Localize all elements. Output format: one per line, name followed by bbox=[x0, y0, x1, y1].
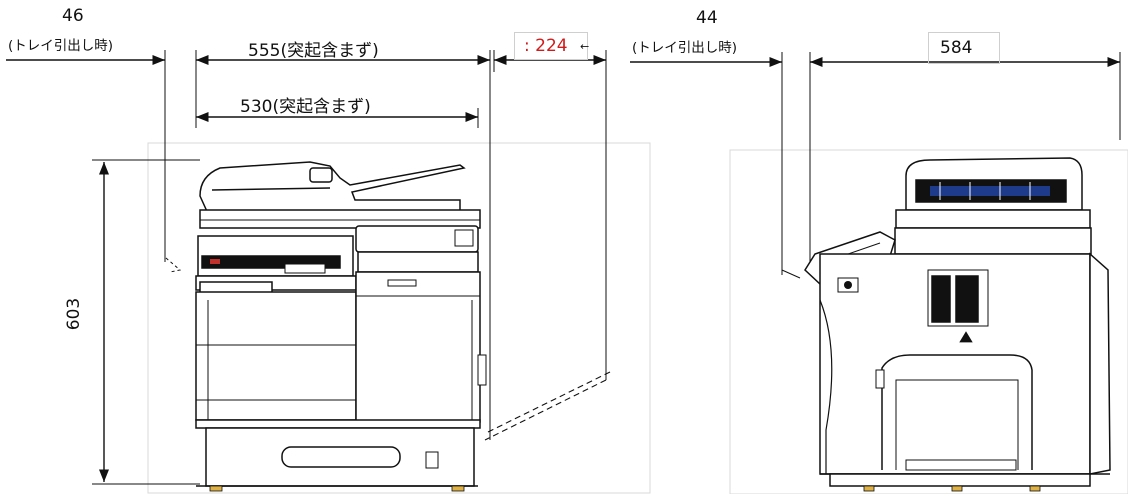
front-height-603-label: 603 bbox=[64, 297, 85, 331]
front-dimension-lines bbox=[6, 50, 611, 485]
side-dimension-lines bbox=[630, 52, 1121, 279]
side-tray-dim-note: (トレイ引出し時) bbox=[632, 40, 738, 56]
side-extension-label: : 224 bbox=[524, 36, 568, 56]
front-printer bbox=[195, 161, 487, 492]
side-printer bbox=[804, 157, 1111, 492]
side-depth-584-label: 584 bbox=[940, 38, 973, 58]
front-width-530-label: 530(突起含まず) bbox=[240, 97, 371, 117]
side-extension-arrow-glyph: ← bbox=[580, 40, 590, 53]
front-width-555-label: 555(突起含まず) bbox=[248, 41, 379, 61]
side-tray-dim-value: 44 bbox=[696, 8, 718, 28]
front-tray-dim-value: 46 bbox=[62, 6, 84, 26]
side-depth-box bbox=[928, 32, 1000, 64]
side-extension-box bbox=[514, 32, 588, 60]
front-tray-dim-note: (トレイ引出し時) bbox=[8, 38, 114, 54]
